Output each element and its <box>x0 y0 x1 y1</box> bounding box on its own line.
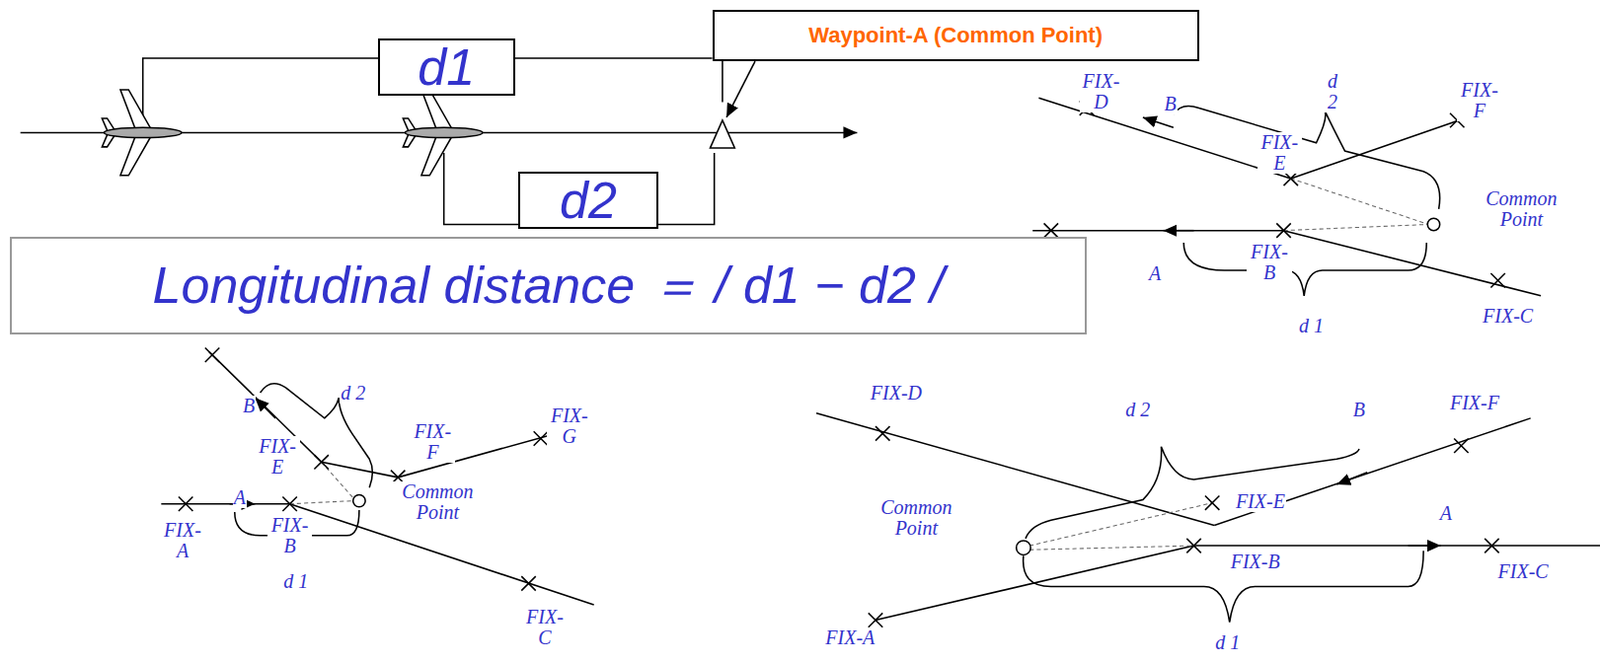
formula-box: Longitudinal distance ＝ / d1 − d2 / <box>9 236 1087 335</box>
fix-label: FIX-D <box>869 382 923 404</box>
fix-label: d 2 <box>1124 399 1151 421</box>
box-text: Waypoint-A (Common Point) <box>808 24 1103 47</box>
fix-label: FIX-E <box>1257 132 1302 174</box>
fix-label: FIX-A <box>824 627 876 649</box>
fix-label: Common Point <box>858 497 974 539</box>
dimension-box: d2 <box>518 171 659 229</box>
fix-label: FIX-C <box>1497 561 1550 583</box>
box-text: Longitudinal distance ＝ / d1 − d2 / <box>152 259 945 311</box>
fix-label: d 1 <box>282 571 309 593</box>
fix-label: FIX-B <box>1229 551 1282 573</box>
fix-label: FIX-C <box>1481 305 1534 327</box>
dimension-box: d1 <box>378 38 517 96</box>
fix-label: FIX-C <box>522 607 567 649</box>
fix-label: FIX-B <box>1246 241 1292 284</box>
fix-label: FIX-F <box>1456 79 1502 122</box>
fix-label: d 1 <box>1297 315 1325 337</box>
fix-label: d 2 <box>1321 71 1345 113</box>
fix-label: FIX-E <box>1234 491 1287 513</box>
box-text: d1 <box>417 41 475 93</box>
fix-label: FIX-A <box>160 520 204 562</box>
fix-label: A <box>1147 263 1162 285</box>
fix-label: FIX-F <box>1448 392 1501 414</box>
fix-label: Common Point <box>380 481 496 524</box>
fix-label: A <box>232 487 247 509</box>
fix-label: B <box>1163 93 1178 115</box>
fix-label: B <box>1352 399 1367 421</box>
fix-label: B <box>241 395 256 417</box>
fix-label: d 2 <box>339 382 367 404</box>
fix-label: FIX-E <box>254 436 300 478</box>
fix-label: d 1 <box>1214 632 1241 654</box>
fix-label: A <box>1439 503 1453 525</box>
fix-label: FIX-F <box>410 421 456 463</box>
callout-box: Waypoint-A (Common Point) <box>712 9 1200 62</box>
fix-label: FIX-G <box>546 405 592 448</box>
box-text: d2 <box>559 174 617 227</box>
fix-label: FIX-B <box>267 515 312 557</box>
fix-label: FIX-D <box>1079 71 1123 113</box>
fix-label: Common Point <box>1469 188 1574 230</box>
